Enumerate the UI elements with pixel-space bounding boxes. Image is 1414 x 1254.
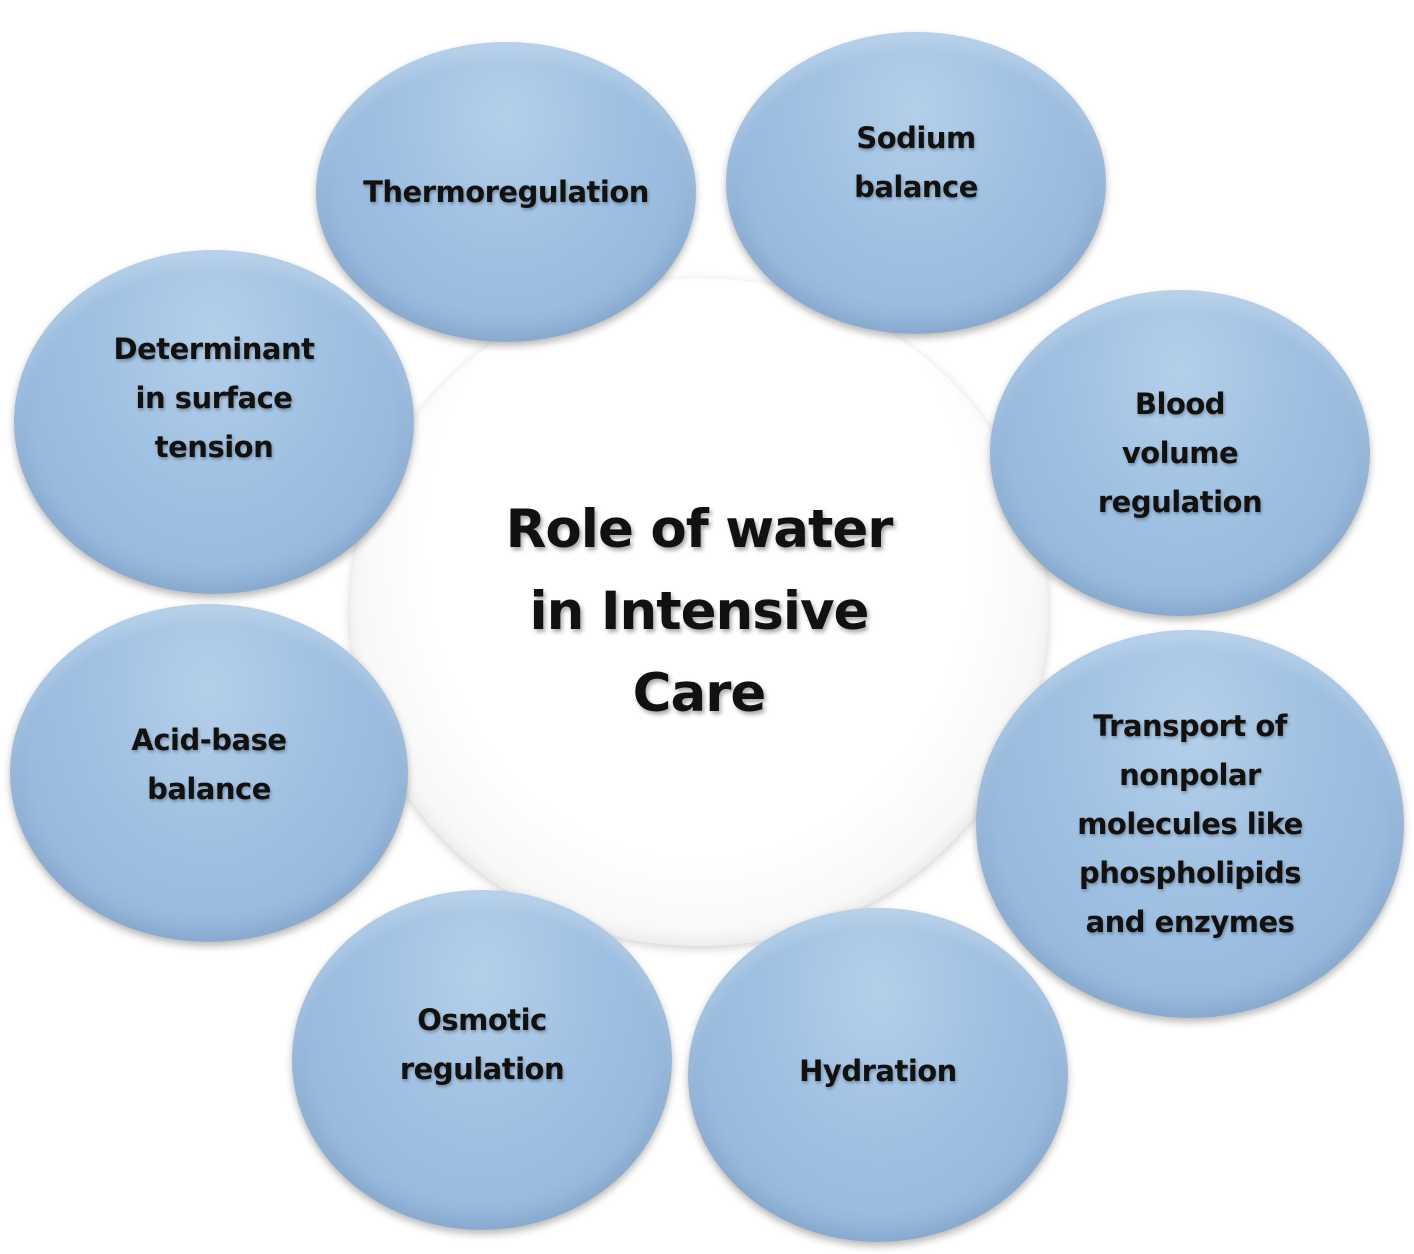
node-hydration: Hydration	[688, 908, 1068, 1242]
node-label: Transport of nonpolar molecules like pho…	[1077, 708, 1303, 939]
node-label: Hydration	[799, 1053, 957, 1088]
node-osmotic-regulation: Osmotic regulation	[292, 890, 672, 1230]
node-label: Determinant in surface tension	[113, 331, 315, 464]
node-label: Acid-base balance	[131, 723, 287, 806]
node-label: Thermoregulation	[363, 174, 649, 209]
node-label: Blood volume regulation	[1097, 386, 1263, 519]
node-surface-tension: Determinant in surface tension	[14, 250, 414, 594]
node-blood-volume-regulation: Blood volume regulation	[990, 290, 1370, 616]
node-thermoregulation: Thermoregulation	[316, 42, 696, 342]
node-label: Sodium balance	[854, 121, 978, 204]
node-sodium-balance: Sodium balance	[726, 32, 1106, 334]
node-transport: Transport of nonpolar molecules like pho…	[976, 630, 1404, 1018]
node-acid-base-balance: Acid-base balance	[10, 604, 408, 942]
center-label: Role of water in Intensive Care	[505, 499, 894, 724]
node-label: Osmotic regulation	[399, 1003, 565, 1086]
center-circle: Role of water in Intensive Care	[350, 278, 1048, 946]
